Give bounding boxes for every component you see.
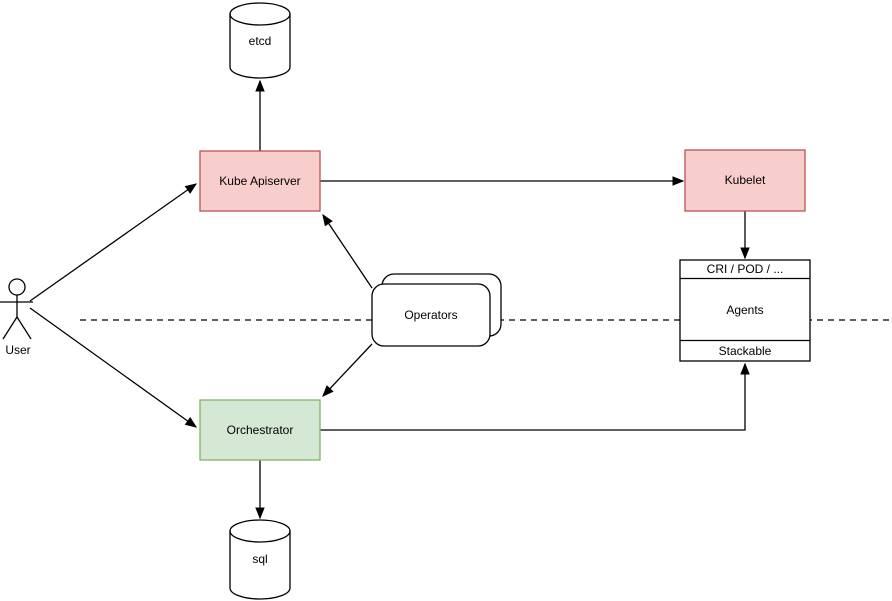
orchestrator-node	[199, 399, 321, 461]
operators-node	[371, 273, 502, 347]
kube-apiserver-label: Kube Apiserver	[219, 173, 301, 188]
edge-user-to-orchestrator	[29, 307, 196, 427]
agents-body-label: Agents	[726, 302, 764, 317]
edge-user-to-apiserver	[29, 184, 196, 302]
sql-cylinder	[229, 519, 291, 600]
user-label: User	[5, 342, 31, 357]
edge-operators-to-orchestrator	[323, 343, 373, 396]
sql-label: sql	[252, 551, 268, 566]
operators-label: Operators	[404, 307, 458, 322]
kubelet-node	[684, 149, 806, 212]
kube-apiserver-node	[199, 150, 321, 212]
agents-list-node	[679, 259, 811, 362]
agents-header-label: CRI / POD / ...	[706, 262, 784, 277]
edge-operators-to-apiserver	[323, 215, 373, 289]
agents-footer-label: Stackable	[718, 343, 772, 358]
etcd-cylinder	[229, 2, 291, 79]
etcd-label: etcd	[248, 33, 272, 48]
orchestrator-label: Orchestrator	[226, 422, 294, 437]
user-actor	[0, 278, 33, 340]
kubelet-label: Kubelet	[724, 173, 766, 188]
edge-orchestrator-to-stackable	[320, 364, 745, 431]
